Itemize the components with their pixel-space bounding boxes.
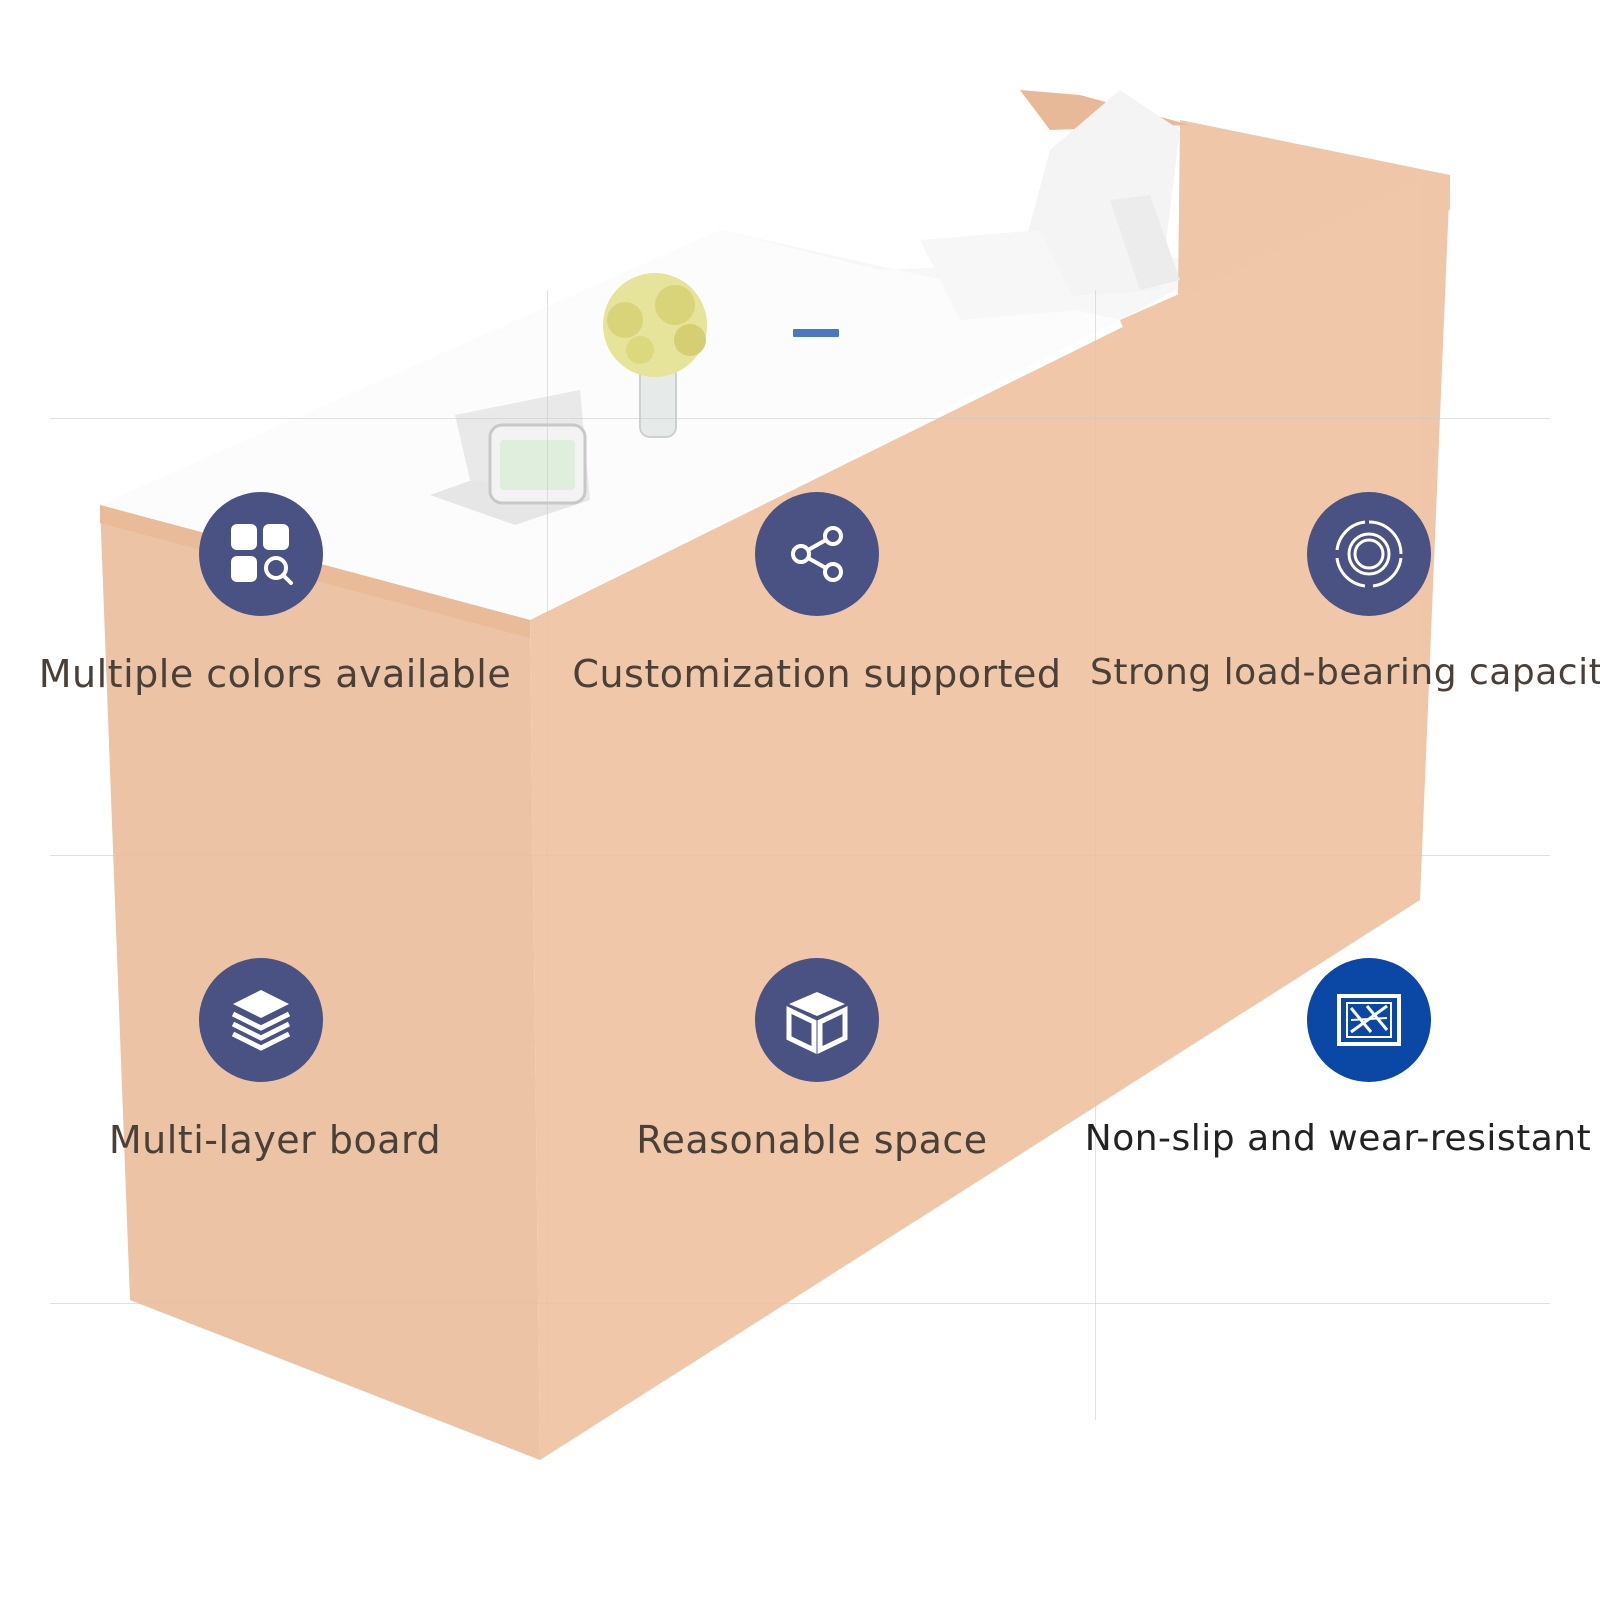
icon-badge [199,492,323,616]
grid-line [50,1303,1550,1304]
icon-badge [1307,492,1431,616]
feature-label: Non-slip and wear-resistant [1084,1118,1592,1159]
feature-multi-layer: Multi-layer board [20,958,540,1162]
feature-customization: Customization supported [557,492,1077,696]
icon-badge [755,958,879,1082]
feature-non-slip: Non-slip and wear-resistant [1085,958,1600,1159]
grid-line [1095,290,1096,1420]
grid-search-icon [231,524,293,585]
feature-multiple-colors: Multiple colors available [0,492,520,696]
feature-reasonable-space: Reasonable space [557,958,1077,1162]
feature-load-bearing: Strong load-bearing capacity [1090,492,1600,693]
feature-label: Multiple colors available [38,652,512,696]
icon-badge [755,492,879,616]
accent-dash [793,329,839,337]
grid-line [50,855,1550,856]
grid-line [50,418,1550,419]
concentric-circles-icon [1335,520,1403,588]
share-icon [791,526,843,582]
feature-label: Strong load-bearing capacity [1090,652,1600,693]
icon-badge-active [1307,958,1431,1082]
grid-line [547,290,548,1420]
feature-label: Multi-layer board [108,1118,442,1162]
feature-label: Reasonable space [636,1118,988,1162]
textured-panel-icon [1337,994,1401,1046]
layers-icon [231,990,291,1051]
feature-label: Customization supported [572,652,1062,696]
icon-badge [199,958,323,1082]
cube-icon [786,992,848,1054]
